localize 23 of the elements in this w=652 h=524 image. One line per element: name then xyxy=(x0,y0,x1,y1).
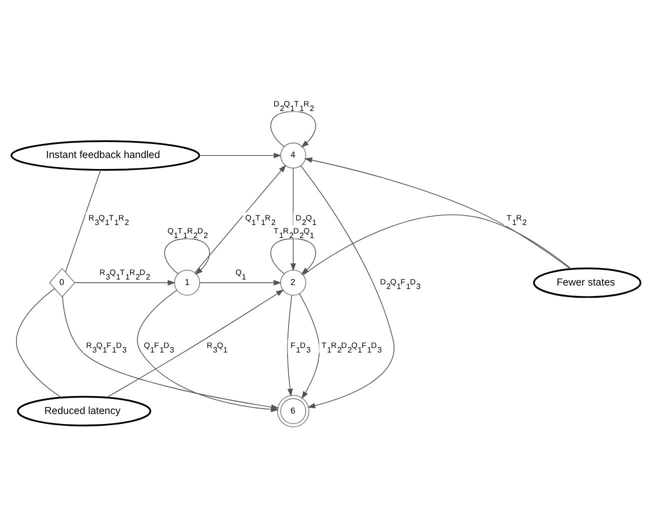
arrow xyxy=(300,164,394,408)
node-circle: 2 xyxy=(280,269,306,296)
arrow xyxy=(304,156,571,269)
arrow xyxy=(299,292,320,399)
connector xyxy=(302,214,572,275)
connector xyxy=(65,169,102,272)
node-ellipse: Reduced latency xyxy=(17,395,152,426)
node-circle: 1 xyxy=(174,269,200,296)
arrow xyxy=(270,110,316,148)
node-circle: 6 xyxy=(277,394,310,427)
node-diamond: 0 xyxy=(49,267,76,297)
arrow xyxy=(106,288,284,398)
arrow xyxy=(194,164,286,273)
node-ellipse: Fewer states xyxy=(533,266,642,298)
arrow xyxy=(287,294,293,396)
node-circle: 4 xyxy=(280,142,306,168)
arrow xyxy=(199,279,282,285)
arrow xyxy=(199,152,282,158)
node-ellipse: Instant feedback handled xyxy=(10,140,200,170)
arrow xyxy=(270,238,316,274)
arrow xyxy=(74,279,176,285)
arrow xyxy=(164,238,210,274)
connector xyxy=(16,288,62,398)
